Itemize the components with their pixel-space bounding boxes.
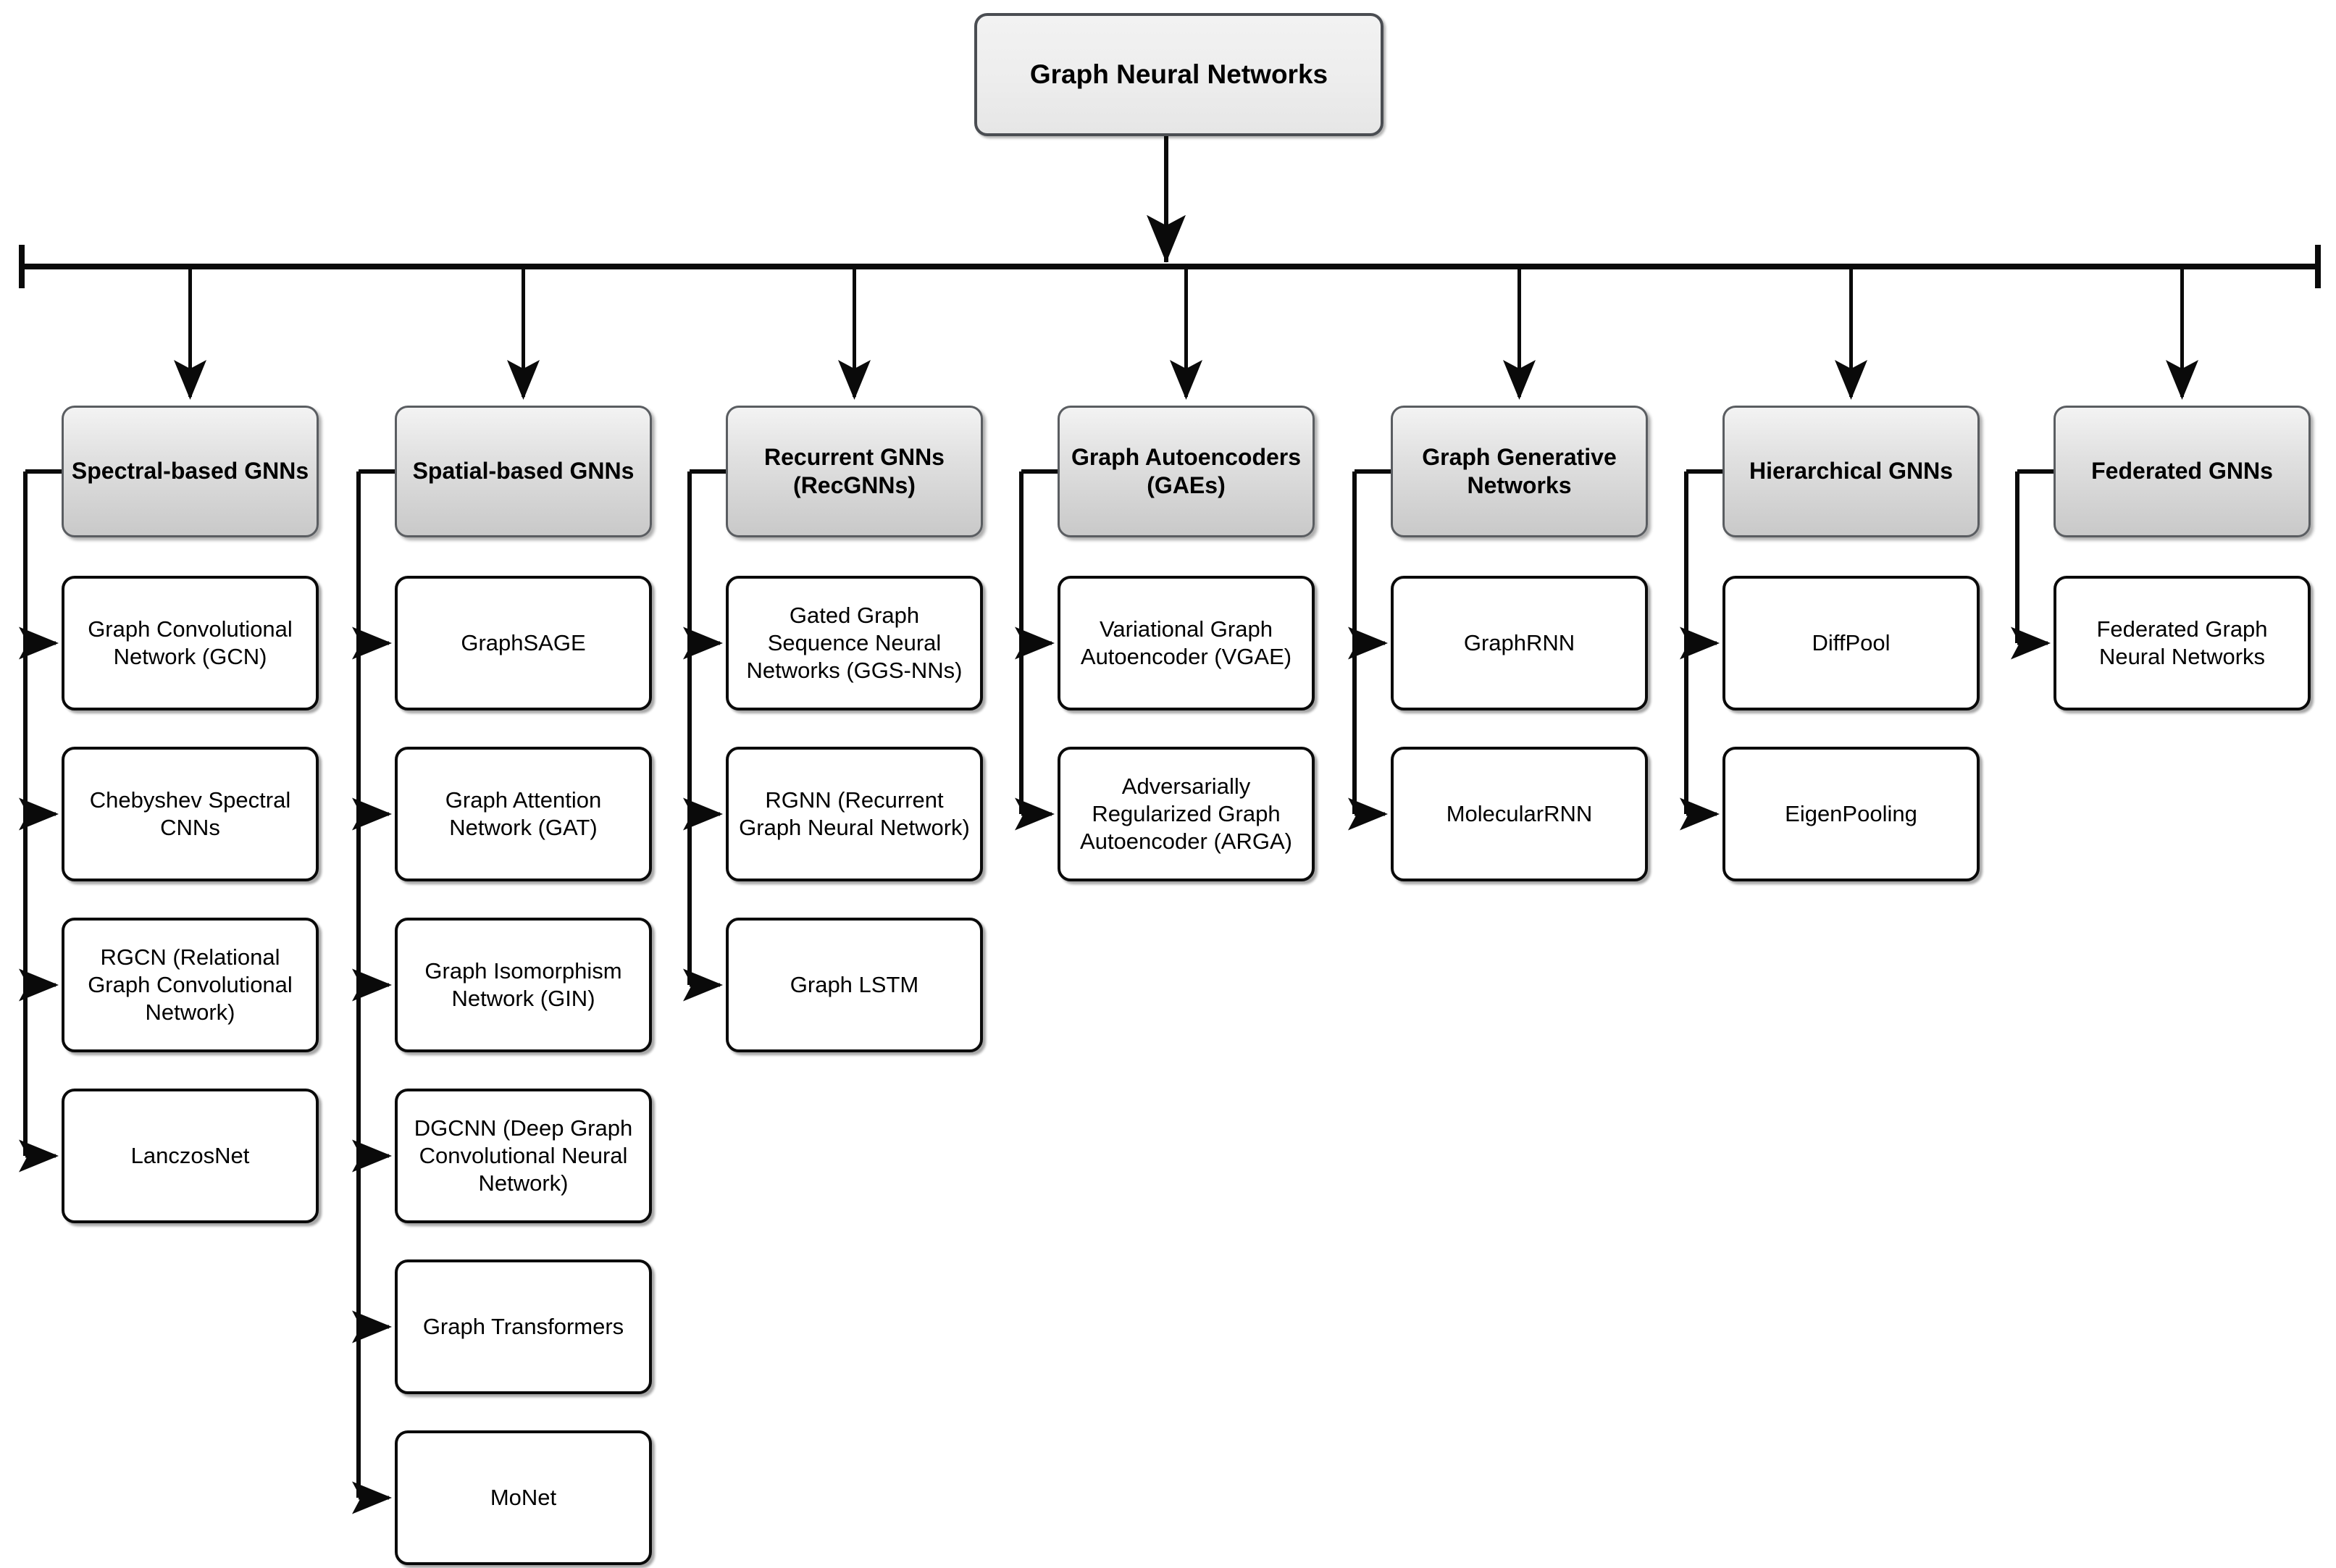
category-node-federated-gnns-label: Federated GNNs (2091, 458, 2273, 485)
leaf-node-graphsage-label: GraphSAGE (461, 630, 586, 656)
leaf-node-rgnn-label: RGNN (Recurrent Graph Neural Network) (739, 787, 970, 840)
leaf-node-vgae-label: Variational Graph Autoencoder (VGAE) (1080, 616, 1292, 669)
leaf-node-graph-transformers[interactable]: Graph Transformers (395, 1259, 652, 1394)
leaf-node-dgcnn-label: DGCNN (Deep Graph Convolutional Neural N… (414, 1115, 633, 1196)
category-node-recurrent-gnns[interactable]: Recurrent GNNs (RecGNNs) (726, 406, 983, 537)
leaf-node-gin-label: Graph Isomorphism Network (GIN) (424, 958, 622, 1011)
category-node-graph-autoencoders[interactable]: Graph Autoencoders (GAEs) (1058, 406, 1315, 537)
category-node-graph-generative-networks-label: Graph Generative Networks (1422, 443, 1617, 498)
leaf-node-graph-lstm[interactable]: Graph LSTM (726, 918, 983, 1052)
category-node-spatial-based-gnns[interactable]: Spatial-based GNNs (395, 406, 652, 537)
leaf-node-lanczosnet[interactable]: LanczosNet (62, 1089, 319, 1223)
leaf-node-molecularrnn[interactable]: MolecularRNN (1391, 747, 1648, 881)
leaf-node-federated-graph-neural-networks-label: Federated Graph Neural Networks (2096, 616, 2268, 669)
category-node-hierarchical-gnns-label: Hierarchical GNNs (1749, 458, 1953, 485)
category-node-hierarchical-gnns[interactable]: Hierarchical GNNs (1722, 406, 1980, 537)
category-node-spectral-based-gnns[interactable]: Spectral-based GNNs (62, 406, 319, 537)
leaf-node-dgcnn[interactable]: DGCNN (Deep Graph Convolutional Neural N… (395, 1089, 652, 1223)
leaf-node-chebyshev-spectral-cnns-label: Chebyshev Spectral CNNs (89, 787, 291, 840)
leaf-node-graphrnn[interactable]: GraphRNN (1391, 576, 1648, 710)
leaf-node-gat-label: Graph Attention Network (GAT) (445, 787, 602, 840)
leaf-node-chebyshev-spectral-cnns[interactable]: Chebyshev Spectral CNNs (62, 747, 319, 881)
leaf-node-eigenpooling-label: EigenPooling (1785, 801, 1917, 827)
leaf-node-rgcn-label: RGCN (Relational Graph Convolutional Net… (88, 944, 293, 1025)
leaf-node-monet[interactable]: MoNet (395, 1430, 652, 1565)
leaf-node-rgnn[interactable]: RGNN (Recurrent Graph Neural Network) (726, 747, 983, 881)
leaf-node-graphrnn-label: GraphRNN (1463, 630, 1575, 656)
root-node[interactable]: Graph Neural Networks (974, 13, 1383, 136)
leaf-node-eigenpooling[interactable]: EigenPooling (1722, 747, 1980, 881)
leaf-node-molecularrnn-label: MolecularRNN (1446, 801, 1593, 827)
leaf-node-lanczosnet-label: LanczosNet (130, 1143, 250, 1169)
leaf-node-diffpool[interactable]: DiffPool (1722, 576, 1980, 710)
leaf-node-gat[interactable]: Graph Attention Network (GAT) (395, 747, 652, 881)
leaf-node-arga[interactable]: Adversarially Regularized Graph Autoenco… (1058, 747, 1315, 881)
leaf-node-vgae[interactable]: Variational Graph Autoencoder (VGAE) (1058, 576, 1315, 710)
leaf-node-ggs-nns[interactable]: Gated Graph Sequence Neural Networks (GG… (726, 576, 983, 710)
leaf-node-arga-label: Adversarially Regularized Graph Autoenco… (1080, 773, 1292, 854)
category-node-graph-generative-networks[interactable]: Graph Generative Networks (1391, 406, 1648, 537)
root-node-label: Graph Neural Networks (1029, 59, 1328, 90)
leaf-node-graphsage[interactable]: GraphSAGE (395, 576, 652, 710)
leaf-node-gcn-label: Graph Convolutional Network (GCN) (88, 616, 293, 669)
category-node-federated-gnns[interactable]: Federated GNNs (2054, 406, 2311, 537)
category-node-graph-autoencoders-label: Graph Autoencoders (GAEs) (1071, 443, 1302, 498)
leaf-node-ggs-nns-label: Gated Graph Sequence Neural Networks (GG… (746, 603, 963, 683)
leaf-node-graph-lstm-label: Graph LSTM (790, 972, 919, 998)
category-node-spatial-based-gnns-label: Spatial-based GNNs (412, 458, 635, 485)
leaf-node-graph-transformers-label: Graph Transformers (422, 1314, 624, 1340)
leaf-node-gin[interactable]: Graph Isomorphism Network (GIN) (395, 918, 652, 1052)
leaf-node-rgcn[interactable]: RGCN (Relational Graph Convolutional Net… (62, 918, 319, 1052)
category-node-recurrent-gnns-label: Recurrent GNNs (RecGNNs) (764, 443, 945, 498)
leaf-node-monet-label: MoNet (490, 1485, 557, 1511)
leaf-node-diffpool-label: DiffPool (1812, 630, 1891, 656)
leaf-node-gcn[interactable]: Graph Convolutional Network (GCN) (62, 576, 319, 710)
leaf-node-federated-graph-neural-networks[interactable]: Federated Graph Neural Networks (2054, 576, 2311, 710)
category-node-spectral-based-gnns-label: Spectral-based GNNs (71, 458, 309, 485)
